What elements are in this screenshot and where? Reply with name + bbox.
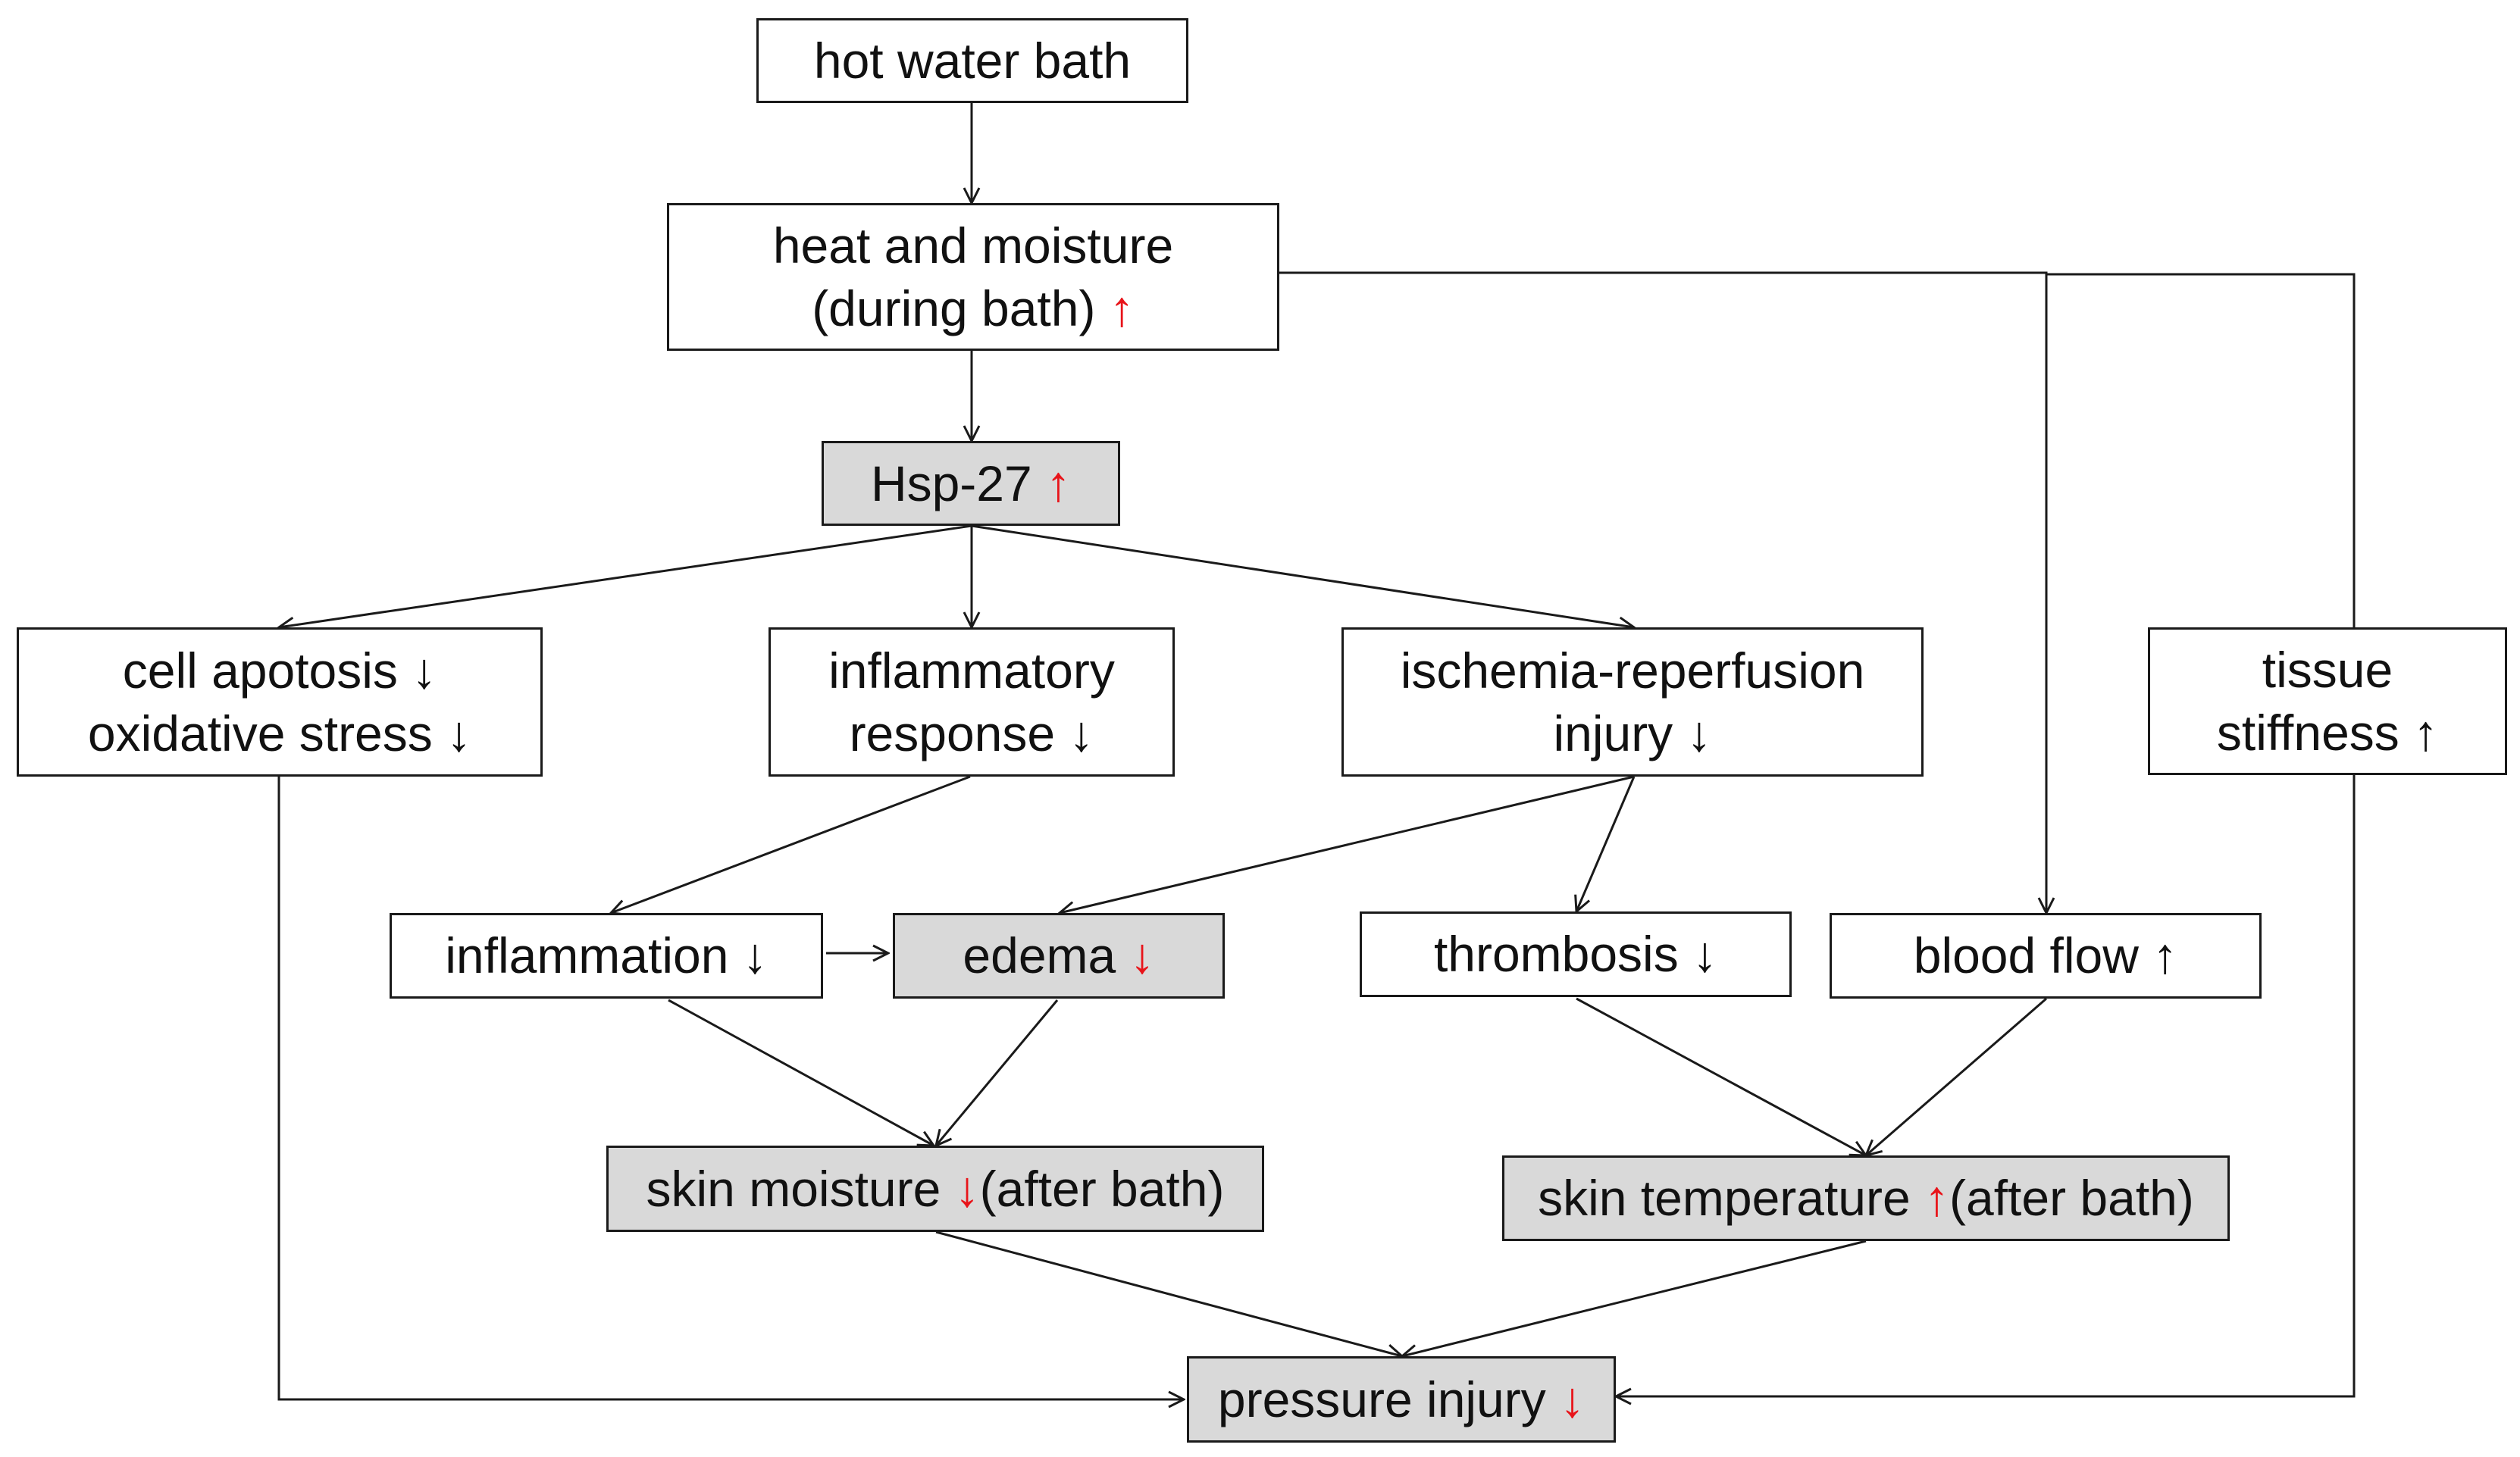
label-text: skin moisture xyxy=(646,1160,955,1217)
node-label: cell apotosis ↓ oxidative stress ↓ xyxy=(88,639,471,764)
label-text: skin temperature xyxy=(1538,1170,1925,1227)
label-text: inflammatory xyxy=(828,643,1115,699)
node-label: tissue stiffness ↑ xyxy=(2217,639,2438,764)
highlight-arrow: ↑ xyxy=(1109,280,1135,336)
node-label: skin moisture ↓(after bath) xyxy=(646,1158,1225,1221)
label-text: (after bath) xyxy=(979,1160,1225,1217)
label-line: stiffness ↑ xyxy=(2217,702,2438,764)
label-line: inflammation ↓ xyxy=(445,924,768,987)
node-pressure-injury: pressure injury ↓ xyxy=(1187,1356,1616,1443)
label-text: pressure injury xyxy=(1217,1371,1561,1427)
arrow-hsp27-to-ischemia xyxy=(971,524,1634,627)
label-line: ischemia-reperfusion xyxy=(1401,639,1865,702)
label-text: ischemia-reperfusion xyxy=(1400,643,1865,699)
node-label: Hsp-27 ↑ xyxy=(871,452,1071,515)
label-text: edema xyxy=(963,927,1130,984)
highlight-arrow: ↓ xyxy=(954,1160,980,1217)
label-line: edema ↓ xyxy=(963,924,1154,987)
label-line: inflammatory xyxy=(828,639,1115,702)
label-line: hot water bath xyxy=(814,30,1131,92)
arrow-skin-temperature-to-pressure xyxy=(1402,1240,1867,1356)
label-text: cell apotosis ↓ xyxy=(122,643,437,699)
label-text: oxidative stress ↓ xyxy=(87,705,472,761)
node-label: inflammatory response ↓ xyxy=(828,639,1115,764)
node-cell-apoptosis: cell apotosis ↓ oxidative stress ↓ xyxy=(17,627,543,777)
arrow-heat-to-blood-flow xyxy=(1279,271,2046,913)
node-thrombosis: thrombosis ↓ xyxy=(1360,911,1792,997)
node-tissue-stiffness: tissue stiffness ↑ xyxy=(2148,627,2507,775)
arrow-cell-apoptosis-to-pressure xyxy=(277,777,1184,1399)
node-label: ischemia-reperfusion injury ↓ xyxy=(1401,639,1865,764)
node-label: thrombosis ↓ xyxy=(1434,923,1717,986)
highlight-arrow: ↑ xyxy=(1924,1170,1950,1227)
arrow-tissue-stiffness-to-pressure xyxy=(1616,775,2356,1396)
node-heat-and-moisture: heat and moisture(during bath) ↑ xyxy=(667,203,1279,351)
label-line: cell apotosis ↓ xyxy=(88,639,471,702)
label-line: skin moisture ↓(after bath) xyxy=(646,1158,1225,1221)
arrow-inflammatory-to-inflammation xyxy=(611,775,971,913)
arrow-inflammation-to-skin-moisture xyxy=(668,999,934,1146)
label-line: response ↓ xyxy=(828,702,1115,765)
highlight-arrow: ↑ xyxy=(1046,455,1072,511)
arrow-ischemia-to-thrombosis xyxy=(1576,776,1636,911)
label-text: heat and moisture xyxy=(772,217,1174,274)
label-line: injury ↓ xyxy=(1401,702,1865,765)
node-hsp27: Hsp-27 ↑ xyxy=(822,441,1120,526)
arrow-heat-to-tissue-stiffness xyxy=(2046,273,2354,643)
label-text: thrombosis ↓ xyxy=(1433,926,1718,983)
node-label: hot water bath xyxy=(814,30,1131,92)
arrow-hsp27-to-cell-apoptosis xyxy=(279,524,972,627)
label-line: Hsp-27 ↑ xyxy=(871,452,1071,515)
label-text: stiffness ↑ xyxy=(2216,704,2439,761)
label-text: inflammation ↓ xyxy=(445,927,768,984)
arrow-blood-flow-to-skin-temperature xyxy=(1866,997,2047,1155)
arrow-ischemia-to-edema xyxy=(1060,775,1635,913)
node-inflammation: inflammation ↓ xyxy=(390,913,823,999)
label-text: (during bath) xyxy=(812,280,1110,336)
label-text: (after bath) xyxy=(1949,1170,2194,1227)
node-hot-water-bath: hot water bath xyxy=(756,18,1188,103)
node-skin-temperature: skin temperature ↑(after bath) xyxy=(1502,1155,2230,1241)
node-edema: edema ↓ xyxy=(893,913,1225,999)
node-label: skin temperature ↑(after bath) xyxy=(1538,1167,2194,1230)
node-label: edema ↓ xyxy=(963,924,1154,987)
label-line: tissue xyxy=(2217,639,2438,702)
label-text: response ↓ xyxy=(849,705,1094,761)
label-line: thrombosis ↓ xyxy=(1434,923,1717,986)
arrow-skin-moisture-to-pressure xyxy=(935,1230,1402,1356)
label-text: injury ↓ xyxy=(1553,705,1712,761)
node-label: pressure injury ↓ xyxy=(1218,1368,1585,1431)
node-ischemia-reperfusion: ischemia-reperfusion injury ↓ xyxy=(1341,627,1924,777)
label-line: blood flow ↑ xyxy=(1914,924,2178,987)
label-text: Hsp-27 xyxy=(870,455,1047,511)
node-label: inflammation ↓ xyxy=(445,924,768,987)
label-line: skin temperature ↑(after bath) xyxy=(1538,1167,2194,1230)
label-line: (during bath) ↑ xyxy=(773,277,1173,340)
node-blood-flow: blood flow ↑ xyxy=(1830,913,2262,999)
highlight-arrow: ↓ xyxy=(1129,927,1155,984)
arrow-edema-to-skin-moisture xyxy=(936,999,1059,1146)
label-text: tissue xyxy=(2262,642,2393,698)
highlight-arrow: ↓ xyxy=(1560,1371,1586,1427)
label-line: heat and moisture xyxy=(773,214,1173,277)
arrow-thrombosis-to-skin-temperature xyxy=(1576,997,1866,1155)
node-inflammatory-response: inflammatory response ↓ xyxy=(769,627,1175,777)
label-line: pressure injury ↓ xyxy=(1218,1368,1585,1431)
node-label: blood flow ↑ xyxy=(1914,924,2178,987)
label-line: oxidative stress ↓ xyxy=(88,702,471,765)
label-text: hot water bath xyxy=(813,32,1132,89)
node-skin-moisture: skin moisture ↓(after bath) xyxy=(606,1146,1264,1232)
label-text: blood flow ↑ xyxy=(1913,927,2178,984)
node-label: heat and moisture(during bath) ↑ xyxy=(773,214,1173,339)
